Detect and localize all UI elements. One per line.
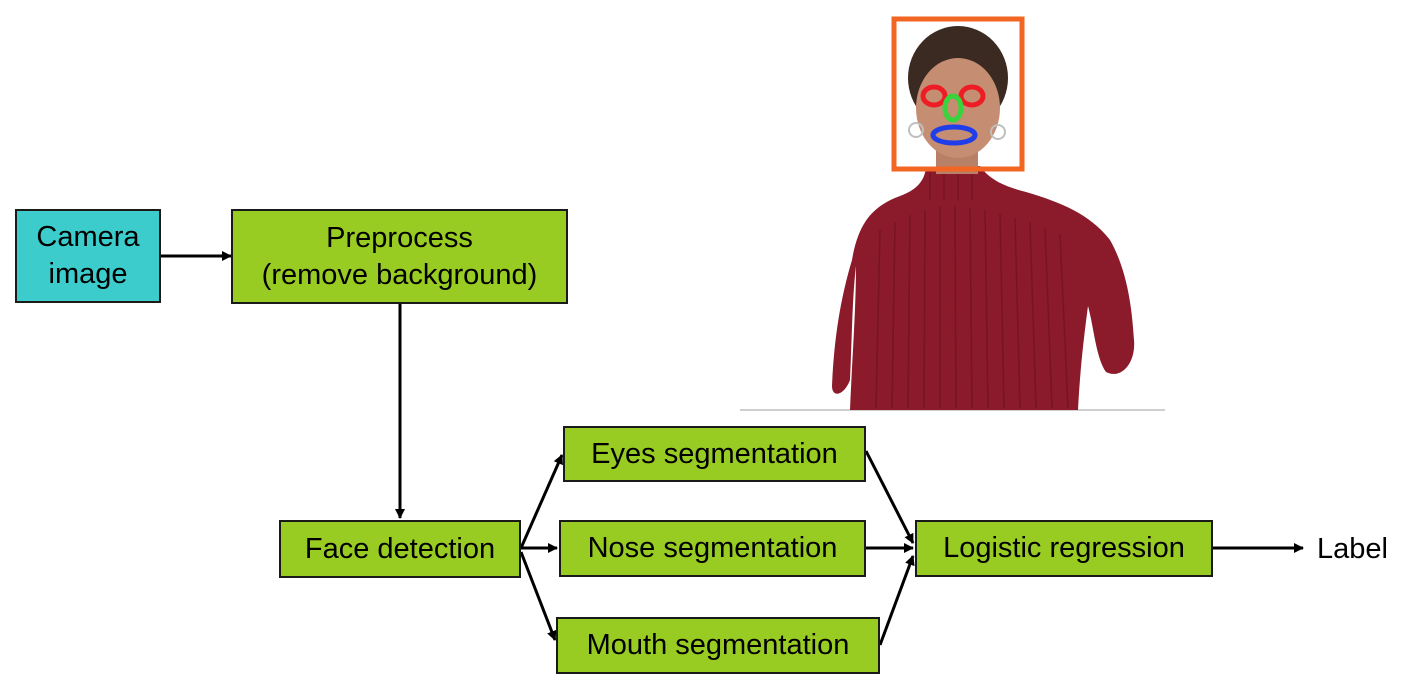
sweater-ribs <box>875 172 1069 409</box>
output-label: Label <box>1317 533 1388 565</box>
face-bounding-box <box>891 16 1025 172</box>
logistic-regression-node: Logistic regression <box>915 520 1213 577</box>
preprocess-line1: Preprocess <box>326 221 473 254</box>
sweater <box>832 166 1135 410</box>
mouth-segmentation-node: Mouth segmentation <box>556 617 880 674</box>
left-eye-marker <box>920 84 948 108</box>
arrow-mouth-to-logistic <box>878 555 915 646</box>
person-illustration <box>740 16 1165 411</box>
right-eye-marker <box>958 84 986 108</box>
mouth-marker <box>930 124 978 146</box>
logistic-regression-label: Logistic regression <box>943 532 1185 564</box>
arrow-face-to-eyes <box>519 454 564 549</box>
arrow-eyes-to-logistic <box>864 450 915 544</box>
left-earring <box>908 122 924 138</box>
face-detection-node: Face detection <box>279 520 521 578</box>
camera-image-line1: Camera <box>36 221 140 253</box>
arrow-face-to-mouth <box>519 551 557 641</box>
camera-image-line2: image <box>48 258 128 290</box>
mouth-segmentation-label: Mouth segmentation <box>586 629 850 661</box>
nose-marker <box>942 93 964 123</box>
nose-segmentation-label: Nose segmentation <box>587 532 838 564</box>
preprocess-node: Preprocess (remove background) <box>231 209 568 304</box>
eyes-segmentation-node: Eyes segmentation <box>563 426 866 482</box>
preprocess-line2: (remove background) <box>261 258 538 291</box>
nose-segmentation-node: Nose segmentation <box>559 520 866 577</box>
eyes-segmentation-label: Eyes segmentation <box>591 437 838 470</box>
face-detection-label: Face detection <box>304 532 496 565</box>
camera-image-node: Camera image <box>15 209 161 303</box>
right-earring <box>990 124 1006 140</box>
